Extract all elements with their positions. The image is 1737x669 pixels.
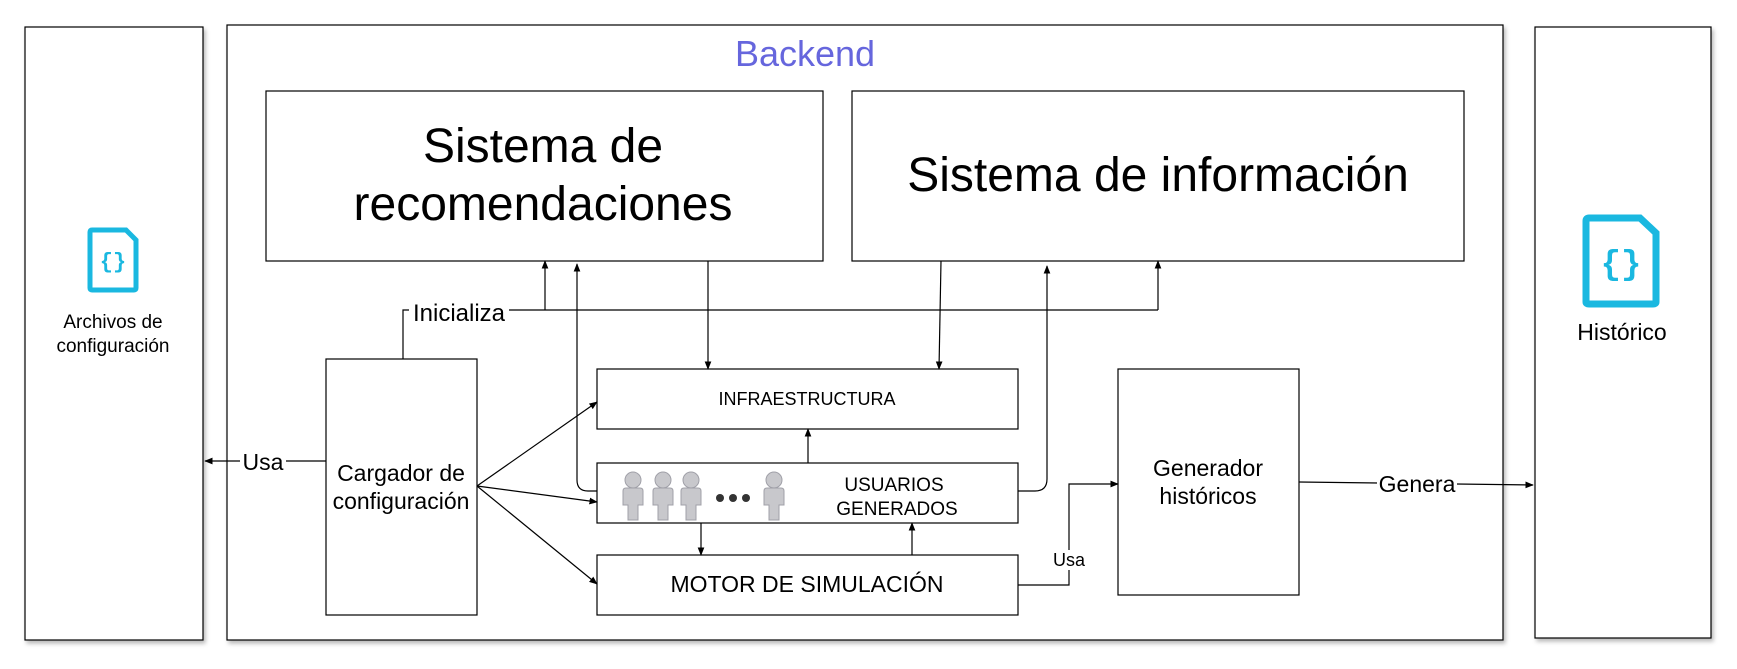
engine-uses-generator-arrow <box>1018 480 1119 586</box>
config-loader-box <box>325 358 478 616</box>
recommender-label-2: recomendaciones <box>354 178 733 231</box>
config-files-label-1: Archivos de <box>63 312 162 333</box>
json-file-icon: {} <box>87 227 139 293</box>
simulation-engine-label: MOTOR DE SIMULACIÓN <box>670 571 943 597</box>
loader-to-engine-arrow <box>476 485 598 585</box>
history-generator-box <box>1117 368 1300 596</box>
initialize-connector <box>402 309 1158 359</box>
config-loader-label-1: Cargador de <box>337 460 465 486</box>
generates-label: Genera <box>1379 471 1456 497</box>
config-files-panel <box>24 26 204 641</box>
generated-users-label-2: GENERADOS <box>836 499 957 520</box>
users-to-info-arrow <box>1018 265 1051 492</box>
svg-text:{}: {} <box>1601 247 1642 285</box>
generated-users-label-1: USUARIOS <box>844 475 943 496</box>
person-icon <box>680 471 702 521</box>
recommender-system-box <box>265 90 824 262</box>
person-icon <box>652 471 674 521</box>
history-generator-label-1: Generador <box>1153 455 1263 481</box>
uses-generator-label: Usa <box>1053 550 1086 570</box>
history-label: Histórico <box>1577 319 1666 345</box>
backend-title: Backend <box>735 33 875 74</box>
json-file-icon: {} <box>1582 214 1660 308</box>
history-panel <box>1534 26 1712 639</box>
config-files-label-2: configuración <box>56 336 169 357</box>
initialize-label: Inicializa <box>413 300 506 327</box>
info-system-box <box>851 90 1465 262</box>
loader-to-users-arrow <box>476 485 598 505</box>
ellipsis-icon <box>716 494 750 502</box>
info-to-infra-arrow <box>935 260 943 370</box>
infrastructure-box <box>596 368 1019 430</box>
uses-config-label: Usa <box>243 449 284 475</box>
info-system-label: Sistema de información <box>907 149 1409 202</box>
recommender-label-1: Sistema de <box>423 120 663 173</box>
history-generator-label-2: históricos <box>1159 483 1256 509</box>
svg-text:{}: {} <box>100 250 126 275</box>
users-to-recommender-arrow <box>573 263 597 492</box>
simulation-engine-box <box>596 554 1019 616</box>
config-loader-label-2: configuración <box>333 488 470 514</box>
infrastructure-label: INFRAESTRUCTURA <box>718 389 895 409</box>
person-icon <box>622 471 644 521</box>
person-icon <box>763 471 785 521</box>
loader-to-infra-arrow <box>476 401 598 487</box>
